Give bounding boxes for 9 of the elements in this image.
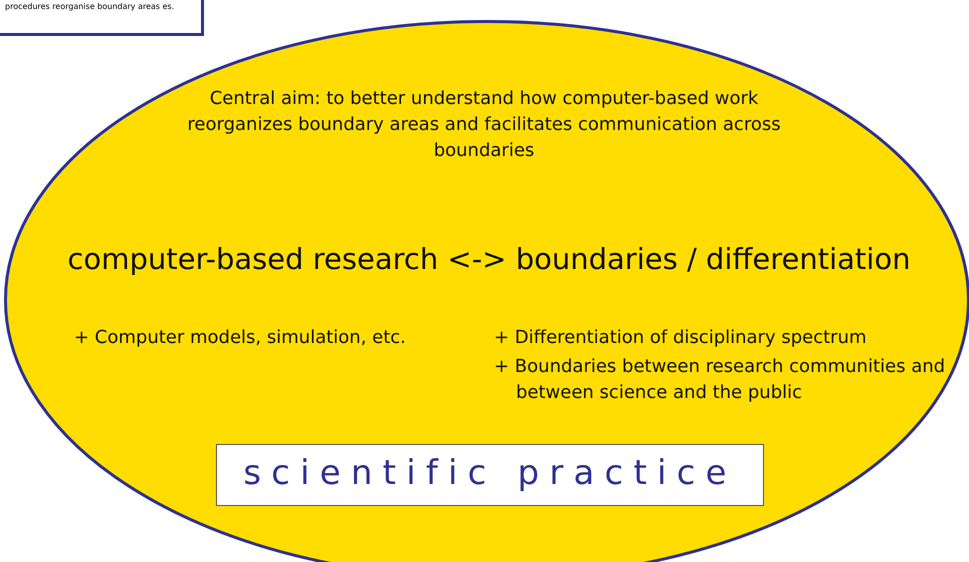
note-box [0, 0, 204, 36]
bullet-text: + Differentiation of disciplinary spectrum [494, 326, 868, 350]
aim-text: Central aim: to better understand how computer-based work reorganizes boundary areas and facilitates communication across boundaries [186, 87, 782, 164]
note-text: procedures reorganise boundary areas es. [5, 1, 175, 12]
heading-text: computer-based research <-> boundaries / differentiation [66, 241, 912, 278]
bullet-text: + Computer models, simulation, etc. [74, 326, 407, 350]
practice-label: scientific practice [242, 453, 738, 493]
bullet-text: + Boundaries between research communities and between science and the public [494, 355, 946, 406]
practice-box [216, 444, 764, 506]
